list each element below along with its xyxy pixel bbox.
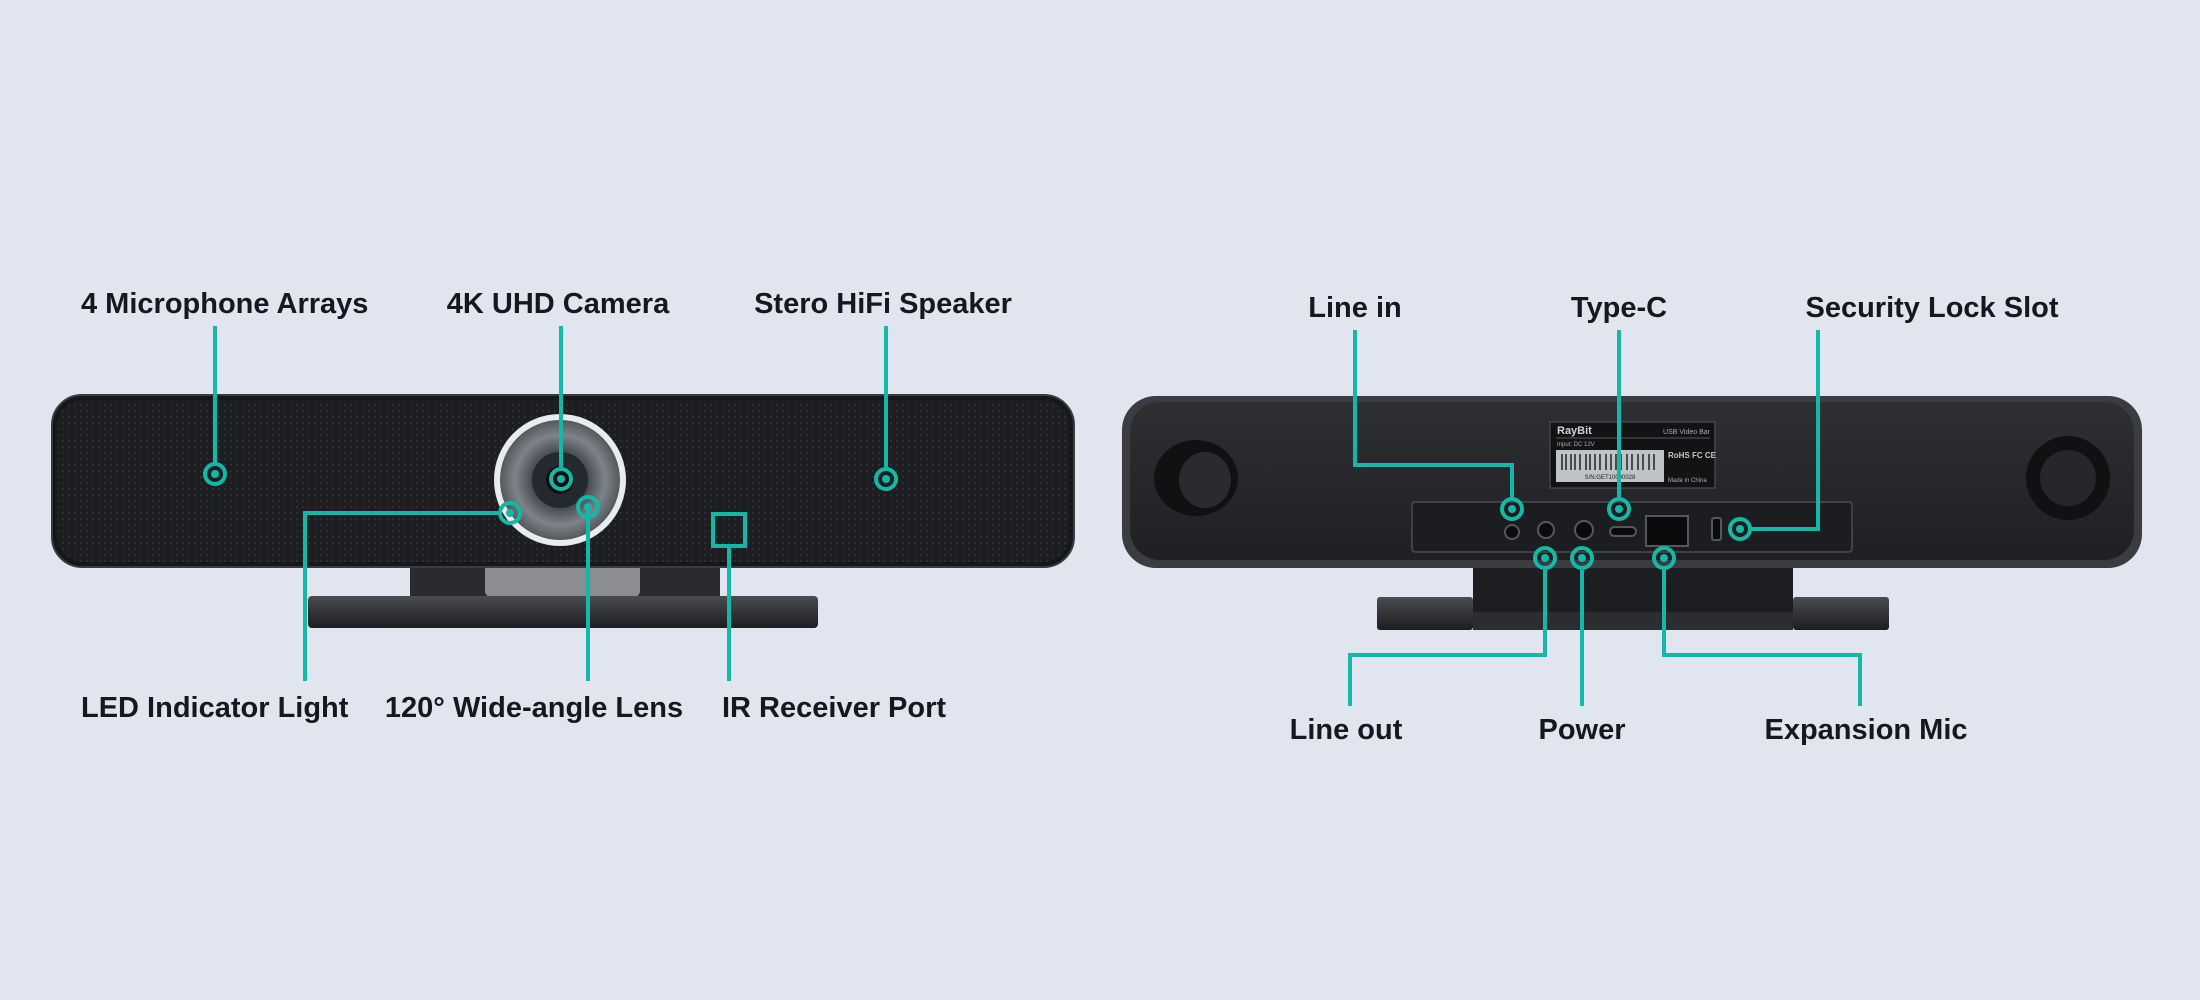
label-security-lock: Security Lock Slot bbox=[1805, 292, 2059, 324]
label-led-indicator: LED Indicator Light bbox=[81, 692, 349, 724]
front-view bbox=[51, 326, 1075, 681]
line-out-port bbox=[1537, 521, 1555, 539]
rating-label: RayBit USB Video Bar Input: DC 12V S/N:G… bbox=[1549, 421, 1717, 489]
label-input-spec: Input: DC 12V bbox=[1557, 442, 1595, 448]
label-type-c: Type-C bbox=[1570, 292, 1668, 324]
label-model: USB Video Bar bbox=[1663, 429, 1711, 436]
back-callout-markers bbox=[1500, 497, 1752, 570]
front-leader-lines bbox=[213, 326, 888, 681]
power-port bbox=[1574, 520, 1594, 540]
microphone-marker-icon bbox=[203, 462, 227, 486]
label-origin: Made in China bbox=[1668, 478, 1707, 484]
label-wide-angle-lens: 120° Wide-angle Lens bbox=[384, 692, 684, 724]
type-c-port bbox=[1609, 526, 1637, 537]
line-out-marker-icon bbox=[1533, 546, 1557, 570]
speaker-marker-icon bbox=[874, 467, 898, 491]
label-4k-camera: 4K UHD Camera bbox=[446, 288, 670, 320]
label-ir-receiver: IR Receiver Port bbox=[722, 692, 947, 724]
front-callout-markers bbox=[203, 462, 898, 525]
camera-marker-icon bbox=[549, 467, 573, 491]
back-stand-foot-right bbox=[1793, 597, 1889, 630]
label-brand: RayBit bbox=[1557, 425, 1592, 437]
front-stand-base bbox=[308, 596, 818, 628]
label-speaker: Stero HiFi Speaker bbox=[754, 288, 1012, 320]
back-leader-lines bbox=[1348, 330, 1862, 706]
type-c-marker-icon bbox=[1607, 497, 1631, 521]
back-stand-neck bbox=[1473, 565, 1793, 615]
expansion-mic-port bbox=[1645, 515, 1689, 547]
security-lock-marker-icon bbox=[1728, 517, 1752, 541]
line-in-marker-icon bbox=[1500, 497, 1524, 521]
label-power: Power bbox=[1538, 714, 1626, 746]
label-line-in: Line in bbox=[1308, 292, 1402, 324]
security-lock-port bbox=[1711, 517, 1722, 541]
label-serial: S/N:GET10000028 bbox=[1585, 475, 1636, 481]
back-stand-foot-left bbox=[1377, 597, 1473, 630]
lens-marker-icon bbox=[576, 495, 600, 519]
front-stand-plate bbox=[485, 562, 640, 597]
expansion-mic-marker-icon bbox=[1652, 546, 1676, 570]
label-line-out: Line out bbox=[1289, 714, 1403, 746]
label-expansion-mic: Expansion Mic bbox=[1764, 714, 1968, 746]
label-microphone-arrays: 4 Microphone Arrays bbox=[81, 288, 369, 320]
label-certifications: RoHS FC CE bbox=[1668, 451, 1717, 460]
back-view: RayBit USB Video Bar Input: DC 12V S/N:G… bbox=[1122, 330, 2142, 706]
ports bbox=[1504, 515, 1722, 547]
led-marker-icon bbox=[498, 501, 522, 525]
line-in-port bbox=[1504, 524, 1520, 540]
power-marker-icon bbox=[1570, 546, 1594, 570]
